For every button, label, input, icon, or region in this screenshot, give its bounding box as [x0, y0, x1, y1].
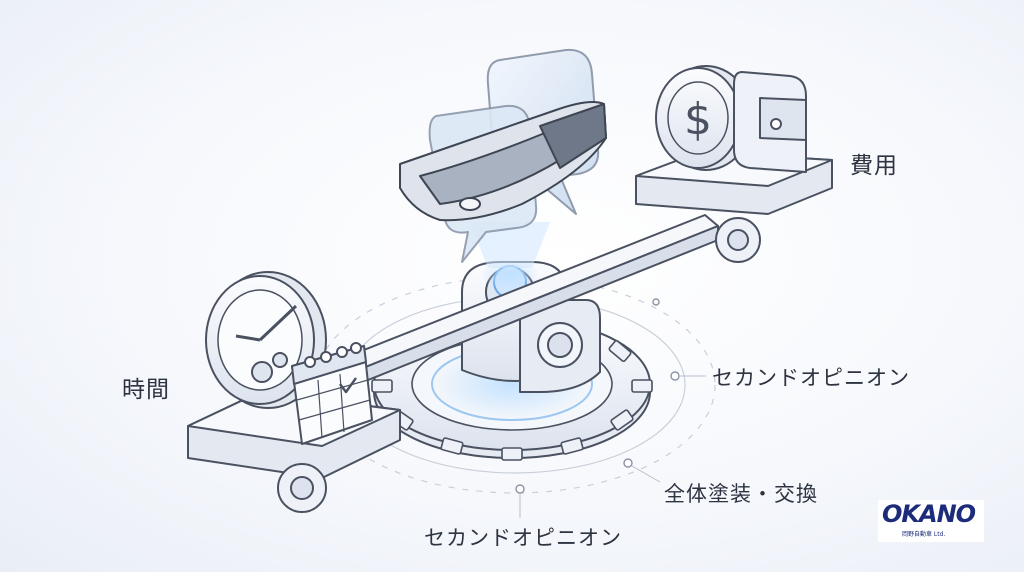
logo-wordmark: OKANO [882, 500, 976, 528]
car-bumper-icon [399, 101, 607, 222]
label-cost: 費用 [850, 153, 898, 179]
wallet-icon [733, 71, 807, 173]
light-beam [470, 222, 550, 268]
label-time: 時間 [122, 377, 170, 403]
connector-dots [515, 298, 680, 494]
svg-text:$: $ [684, 94, 712, 145]
company-logo: OKANO 岡野自動車 Ltd. [878, 500, 984, 542]
label-paint-replace: 全体塗装・交換 [664, 482, 818, 506]
label-second-opinion-right: セカンドオピニオン [712, 366, 910, 390]
calendar-icon [291, 342, 373, 445]
logo-subtitle: 岡野自動車 Ltd. [902, 531, 946, 538]
dollar-coin-icon: $ [655, 65, 753, 171]
clock-icon [205, 271, 327, 409]
label-second-opinion-bottom: セカンドオピニオン [424, 526, 622, 550]
connector-lines [519, 375, 706, 518]
